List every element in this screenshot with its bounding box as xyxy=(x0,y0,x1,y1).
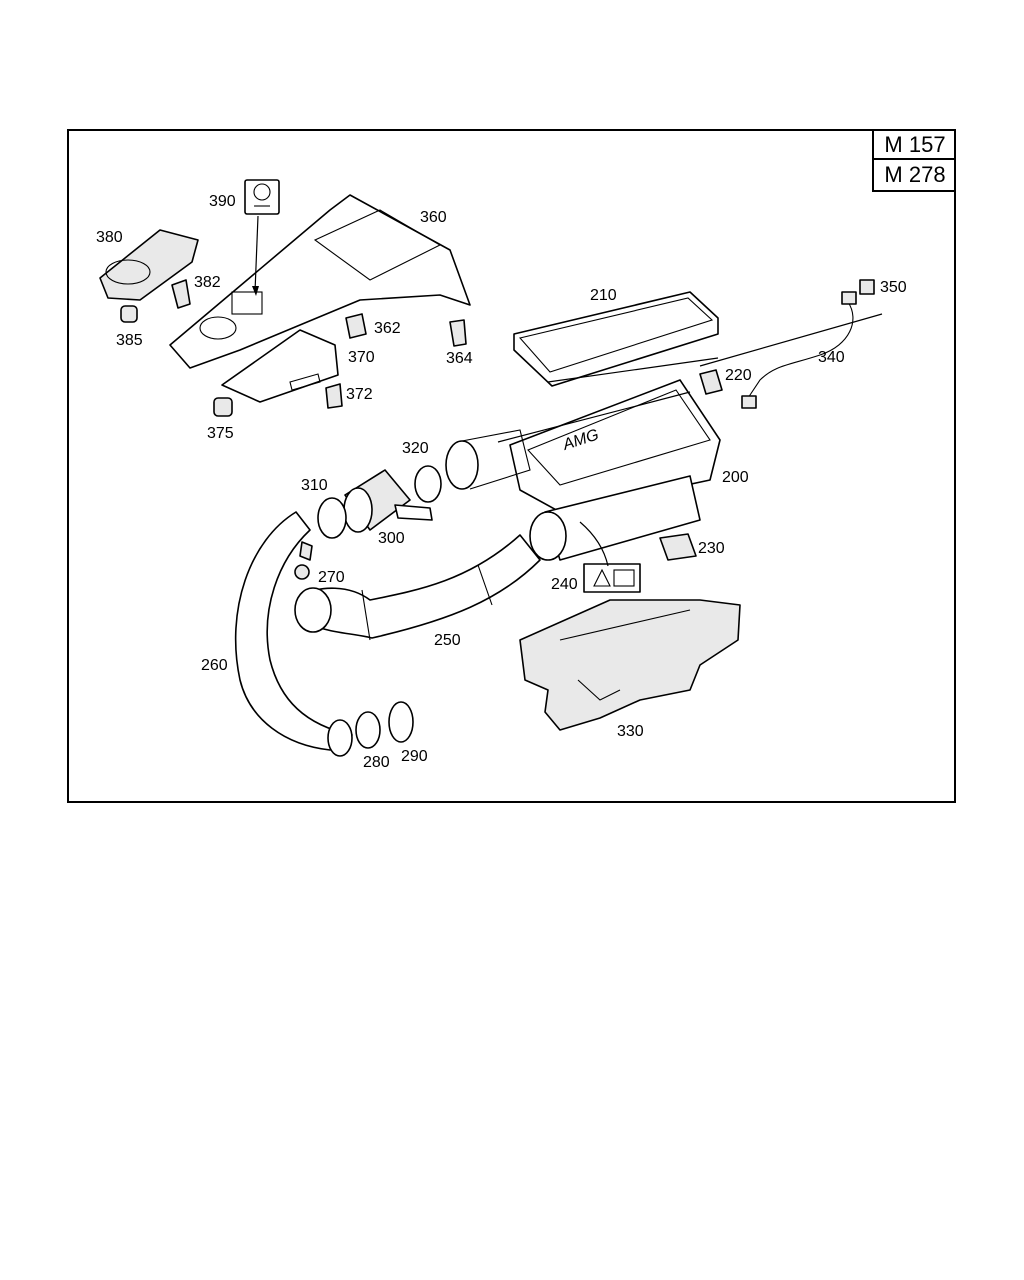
callout-380: 380 xyxy=(96,229,123,246)
callout-372: 372 xyxy=(346,386,373,403)
callout-350: 350 xyxy=(880,279,907,296)
part-200-air-filter-housing: AMG xyxy=(509,379,721,513)
engine-code-box: M 157 M 278 xyxy=(872,130,956,192)
callout-270: 270 xyxy=(318,569,345,586)
part-240-warning-label xyxy=(583,563,641,593)
part-350-connector xyxy=(859,279,875,295)
part-370-duct-cover xyxy=(221,329,339,403)
leader-240 xyxy=(579,521,609,567)
part-360-engine-cover xyxy=(169,194,471,369)
callout-200: 200 xyxy=(722,469,749,486)
callout-382: 382 xyxy=(194,274,221,291)
part-260-long-duct xyxy=(234,511,353,757)
leader-200-top xyxy=(497,391,691,443)
engine-code-m278: M 278 xyxy=(884,162,946,187)
callout-385: 385 xyxy=(116,332,143,349)
part-364-clip xyxy=(449,319,467,347)
callout-310: 310 xyxy=(301,477,328,494)
part-390-emblem xyxy=(244,179,280,215)
part-382-clip xyxy=(171,279,191,309)
leader-210 xyxy=(547,357,719,383)
part-362-clip xyxy=(345,313,367,339)
callout-330: 330 xyxy=(617,723,644,740)
part-210-filter-element xyxy=(513,291,719,387)
part-375-grommet xyxy=(213,397,233,417)
callout-300: 300 xyxy=(378,530,405,547)
part-380-cover xyxy=(99,229,199,301)
callout-260: 260 xyxy=(201,657,228,674)
arrowhead-390 xyxy=(252,286,259,296)
callout-240: 240 xyxy=(551,576,578,593)
part-220-sensor xyxy=(699,369,723,395)
leader-350 xyxy=(699,313,883,367)
part-200-intake-neck xyxy=(445,429,531,490)
part-330-heat-shield xyxy=(519,599,741,731)
part-372-clip xyxy=(325,383,343,409)
callout-362: 362 xyxy=(374,320,401,337)
callout-250: 250 xyxy=(434,632,461,649)
callout-210: 210 xyxy=(590,287,617,304)
callout-230: 230 xyxy=(698,540,725,557)
callout-360: 360 xyxy=(420,209,447,226)
callout-290: 290 xyxy=(401,748,428,765)
callout-370: 370 xyxy=(348,349,375,366)
part-320-clamp xyxy=(414,465,442,503)
part-340-cable-harness xyxy=(741,291,857,409)
part-290-clamp xyxy=(388,701,414,743)
part-250-intake-duct xyxy=(294,534,541,641)
callout-340: 340 xyxy=(818,349,845,366)
diagram-frame xyxy=(67,129,956,803)
callout-375: 375 xyxy=(207,425,234,442)
callout-280: 280 xyxy=(363,754,390,771)
part-270-fastener xyxy=(294,541,313,580)
part-385-grommet xyxy=(120,305,138,323)
part-310-clamp xyxy=(317,497,347,539)
callout-364: 364 xyxy=(446,350,473,367)
callout-320: 320 xyxy=(402,440,429,457)
callout-390: 390 xyxy=(209,193,236,210)
callout-220: 220 xyxy=(725,367,752,384)
part-230-bracket xyxy=(659,533,697,561)
part-200-lower-chamber xyxy=(529,475,701,561)
leader-390 xyxy=(254,215,259,293)
part-280-ring xyxy=(355,711,381,749)
engine-code-m157: M 157 xyxy=(874,130,956,160)
part-300-hose-connector xyxy=(343,469,433,533)
